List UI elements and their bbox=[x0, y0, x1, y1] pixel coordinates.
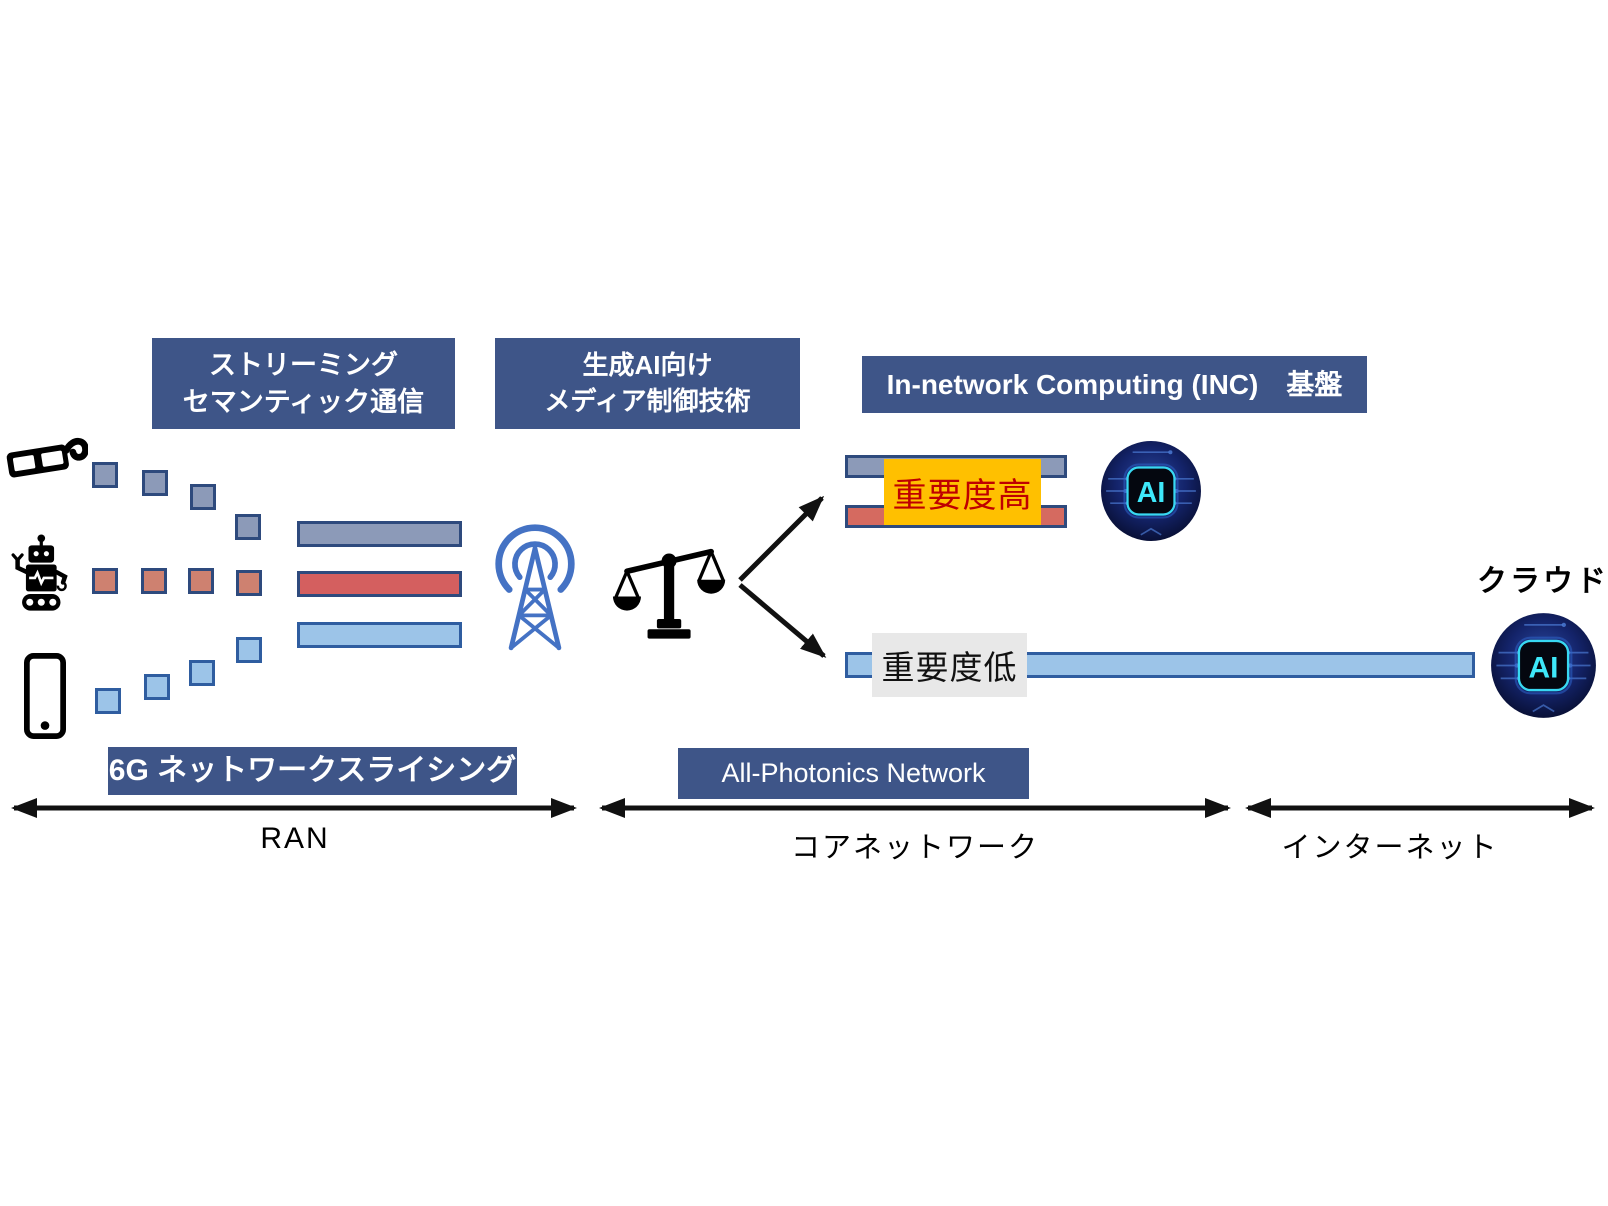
slice-bar-red bbox=[297, 571, 462, 597]
packet-blue-1 bbox=[95, 688, 121, 714]
high-priority-text: 重要度高 bbox=[892, 476, 1033, 515]
packet-red-1 bbox=[92, 568, 118, 594]
internet-text: インターネット bbox=[1281, 832, 1499, 864]
radio-tower-icon bbox=[495, 524, 575, 651]
gen-ai-media-box: 生成AI向け メディア制御技術 bbox=[495, 338, 800, 429]
balance-scale-icon bbox=[612, 548, 726, 639]
robot-icon bbox=[11, 534, 68, 611]
ai-chip-cloud-icon: AI bbox=[1491, 613, 1596, 718]
cloud-label: クラウド bbox=[1453, 556, 1608, 600]
packet-blue-3 bbox=[189, 660, 215, 686]
segment-label-ran: RAN bbox=[145, 822, 445, 856]
segment-label-internet: インターネット bbox=[1240, 824, 1540, 866]
segment-label-core: コアネットワーク bbox=[765, 824, 1065, 866]
packet-gray-1 bbox=[92, 462, 118, 488]
high-priority-label: 重要度高 bbox=[884, 459, 1041, 525]
gen-ai-line1: 生成AI向け bbox=[582, 350, 713, 381]
packet-gray-4 bbox=[235, 514, 261, 540]
ai-chip-icon: AI bbox=[1101, 441, 1201, 541]
gen-ai-line2: メディア制御技術 bbox=[544, 385, 751, 416]
packet-red-3 bbox=[188, 568, 214, 594]
packet-red-2 bbox=[141, 568, 167, 594]
inc-label: In-network Computing (INC) 基盤 bbox=[886, 368, 1343, 400]
streaming-line1: ストリーミング bbox=[209, 350, 398, 381]
packet-gray-3 bbox=[190, 484, 216, 510]
inc-platform-box: In-network Computing (INC) 基盤 bbox=[862, 356, 1367, 413]
3d-glasses-icon bbox=[6, 437, 88, 478]
apn-label: All-Photonics Network bbox=[721, 758, 986, 789]
arrow-low-priority bbox=[738, 583, 827, 658]
ran-text: RAN bbox=[260, 822, 330, 855]
arrow-high-priority bbox=[738, 495, 825, 582]
core-text: コアネットワーク bbox=[790, 832, 1039, 864]
packet-red-4 bbox=[236, 570, 262, 596]
network-slicing-label: 6G ネットワークスライシング bbox=[108, 753, 517, 787]
slice-bar-blue bbox=[297, 622, 462, 648]
streaming-line2: セマンティック通信 bbox=[182, 386, 425, 417]
packet-blue-2 bbox=[144, 674, 170, 700]
slice-bar-gray bbox=[297, 521, 462, 547]
ai-chip-text: AI bbox=[1137, 477, 1166, 509]
streaming-semantic-box: ストリーミング セマンティック通信 bbox=[152, 338, 455, 429]
low-priority-label: 重要度低 bbox=[872, 633, 1027, 697]
ai-chip-text: AI bbox=[1529, 651, 1559, 684]
low-priority-text: 重要度低 bbox=[881, 649, 1018, 686]
packet-blue-4 bbox=[236, 637, 262, 663]
packet-gray-2 bbox=[142, 470, 168, 496]
network-slicing-box: 6G ネットワークスライシング bbox=[108, 747, 517, 795]
apn-box: All-Photonics Network bbox=[678, 748, 1029, 799]
smartphone-icon bbox=[24, 653, 66, 739]
cloud-label-text: クラウド bbox=[1477, 565, 1608, 598]
